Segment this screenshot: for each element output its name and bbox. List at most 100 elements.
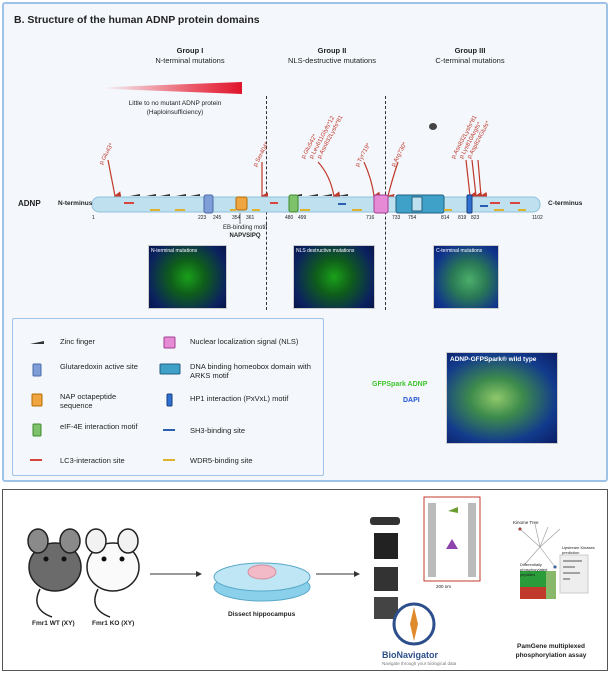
micrograph-label: N-terminal mutations [151, 248, 198, 254]
legend-lc3: LC3-interaction site [60, 456, 125, 465]
wt-mouse-label: Fmr1 WT (XY) [32, 620, 75, 627]
binding-sites [124, 202, 526, 211]
arks-motif [411, 196, 423, 212]
nls-domain [373, 194, 389, 214]
kinome-label: Kinome Tree [513, 520, 539, 525]
kinome-tree-icon [518, 523, 561, 569]
workflow-svg [27, 496, 589, 646]
group-2-desc: NLS-destructive mutations [288, 56, 376, 66]
eif4e-domain [288, 194, 299, 213]
mutation-arrow [386, 161, 399, 201]
zinc-finger-swatch [30, 341, 44, 344]
heatmap-icon [520, 554, 589, 599]
pamgene-chip-icon [370, 517, 400, 619]
hp1-motif [466, 194, 473, 214]
position-label: 716 [366, 215, 375, 221]
haplo-text: Little to no mutant ADNP protein (Haploi… [100, 100, 250, 118]
legend-swatches [30, 336, 181, 461]
arrow-1-head [196, 571, 202, 577]
glutaredoxin-domain [203, 194, 214, 214]
legend-nls: Nuclear localization signal (NLS) [190, 337, 299, 346]
position-label: 1 [92, 215, 95, 221]
mutation-arrow [471, 159, 483, 199]
legend-zinc-finger: Zinc finger [60, 337, 96, 346]
assay-label-1: PamGene multiplexed [517, 643, 585, 650]
haplo-text-1: Little to no mutant ADNP protein [128, 100, 222, 107]
group-3-name: Group III [454, 46, 486, 55]
ko-mouse-icon [85, 528, 140, 618]
position-label: 823 [471, 215, 480, 221]
position-label: 754 [408, 215, 417, 221]
micrograph-label: C-terminal mutations [436, 248, 483, 254]
zinc-finger-mark [176, 194, 186, 196]
wildtype-label: ADNP-GFPSpark® wild type [450, 356, 537, 363]
mutation-arrow [363, 161, 381, 199]
mutation-arrow [465, 159, 477, 199]
legend-wdr5: WDR5-binding site [190, 456, 253, 465]
group-3-desc: C-terminal mutations [435, 56, 505, 66]
diff-phos-label: Differentially phosphorylated peptides [520, 562, 548, 577]
micrograph-nls: NLS destructive mutations [293, 245, 375, 309]
dapi-label: DAPI [403, 397, 420, 404]
group-3-header: Group III C-terminal mutations [400, 46, 540, 66]
legend-eif4e: eIF-4E interaction motif [60, 422, 138, 431]
assay-membrane-left [428, 503, 436, 577]
zinc-finger-mark [130, 194, 140, 196]
scale-label: 200 nm [436, 584, 452, 589]
nap-swatch [31, 393, 43, 407]
assay-label-2: phosphorylation assay [515, 651, 587, 659]
n-terminus-label: N-terminus [58, 200, 93, 207]
assay-membrane-right [468, 503, 476, 577]
bionavigator-tagline: Navigate through your biological data [382, 661, 457, 666]
protein-diagram-svg [91, 159, 541, 224]
mutation-arrow [477, 159, 488, 200]
group-1-name: Group I [176, 46, 204, 55]
zinc-finger-mark [308, 194, 318, 196]
petri-dish-icon [213, 562, 311, 602]
panel-b-title: B. Structure of the human ADNP protein d… [14, 14, 260, 26]
arrow-2-head [354, 571, 360, 577]
nap-domain [235, 196, 248, 211]
position-label: 733 [392, 215, 401, 221]
zinc-finger-mark [322, 194, 332, 196]
group-2-name: Group II [317, 46, 347, 55]
assay-label: PamGene multiplexed phosphorylation assa… [496, 643, 606, 661]
position-label: 499 [298, 215, 307, 221]
zinc-finger-mark [160, 194, 170, 196]
gfp-label: GFPSpark ADNP [372, 381, 428, 388]
homeobox-swatch [159, 363, 181, 375]
eif4e-swatch [32, 423, 42, 437]
legend-hp1: HP1 interaction (PxVxL) motif [190, 394, 289, 403]
peptide-icon [448, 507, 458, 513]
micrograph-c-terminal: C-terminal mutations [433, 245, 499, 309]
nls-swatch [163, 336, 176, 349]
protein-label: ADNP [18, 199, 41, 208]
position-label: 361 [246, 215, 255, 221]
position-label: 223 [198, 215, 207, 221]
glutaredoxin-swatch [32, 363, 42, 377]
compass-icon [392, 602, 436, 646]
micrograph-label: NLS destructive mutations [296, 248, 355, 254]
hp1-swatch [166, 393, 173, 407]
eb-motif-text: EB-binding motif [222, 225, 268, 231]
mutation-arrow [107, 159, 122, 199]
legend-glutaredoxin: Glutaredoxin active site [60, 362, 138, 371]
eb-motif-label: EB-binding motif NAPVSIPQ [210, 224, 280, 240]
c-terminus-label: C-terminus [548, 200, 583, 207]
haplo-text-2: (Haploinsufficiency) [146, 108, 204, 116]
dissect-label: Dissect hippocampus [228, 611, 296, 618]
zinc-finger-mark [190, 194, 200, 196]
group-2-header: Group II NLS-destructive mutations [262, 46, 402, 66]
zinc-finger-mark [146, 194, 156, 196]
mutation-arrow [317, 161, 341, 199]
wt-mouse-icon [27, 528, 82, 618]
cluster-dot-icon [429, 123, 437, 130]
group-1-desc: N-terminal mutations [155, 56, 225, 66]
nap-sequence-text: NAPVSIPQ [229, 233, 261, 240]
group-1-header: Group I N-terminal mutations [120, 46, 260, 66]
micrograph-n-terminal: N-terminal mutations [148, 245, 227, 309]
wildtype-micrograph: ADNP-GFPSpark® wild type [446, 352, 558, 444]
bionavigator-logo: BioNavigator [382, 650, 439, 660]
legend-sh3: SH3-binding site [190, 426, 246, 435]
position-label: 814 [441, 215, 450, 221]
